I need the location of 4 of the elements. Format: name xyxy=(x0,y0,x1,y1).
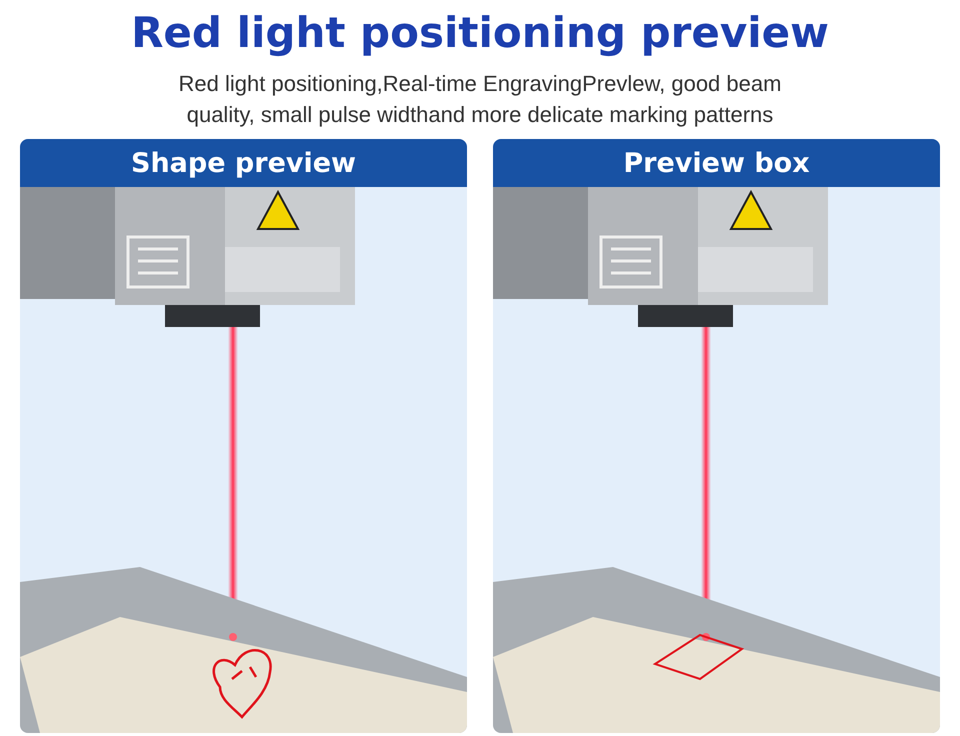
title: Red light positioning preview xyxy=(130,8,830,57)
subtitle: Red light positioning,Real-time EngravingPrevlew, good beam quality, small pulse widthand more delicate marking patterns xyxy=(178,70,782,129)
panel-title: Shape preview xyxy=(131,148,356,178)
panel-title: Preview box xyxy=(623,148,810,178)
